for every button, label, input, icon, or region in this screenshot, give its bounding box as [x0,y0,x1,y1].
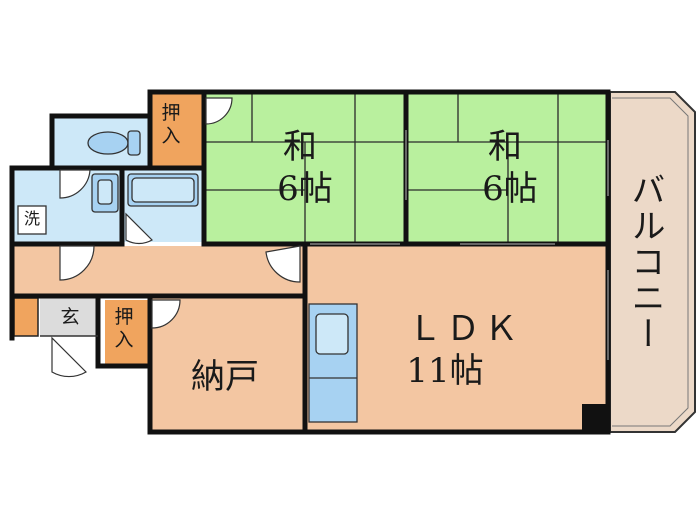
shoe-box [13,297,39,337]
tatami-lines [205,94,608,242]
balcony-inner-rail [612,97,689,427]
washitsu-right-name: 和 [488,127,522,167]
balcony-name: バルコニー [625,172,665,352]
structural-column [582,404,606,430]
toilet-fixture [87,130,141,156]
nando-floor [150,298,305,432]
washitsu-left-name: 和 [283,127,317,167]
ldk-name: ＬＤＫ [408,309,522,349]
wash-basin [91,173,119,213]
corridor-floor [14,246,307,296]
door-swings [51,97,301,378]
genkan-name: 玄 [60,306,80,328]
oshiire-bottom-label: 押入 [114,306,134,351]
kitchen-counter [308,303,358,423]
walls [9,89,611,435]
washitsu-right-size: 6帖 [482,169,538,209]
bathtub [127,173,199,207]
washitsu-left-size: 6帖 [277,169,333,209]
washer-label: 洗 [23,209,40,228]
genkan-floor [40,298,98,336]
washer-space [17,205,47,235]
nando-name: 納戸 [191,357,259,397]
oshiire-top-label: 押入 [161,102,181,147]
oshiire-bottom-floor [105,300,150,364]
ldk-size: 11帖 [406,351,484,391]
oshiire-top-floor [152,94,202,166]
sliding-doors [310,130,609,360]
